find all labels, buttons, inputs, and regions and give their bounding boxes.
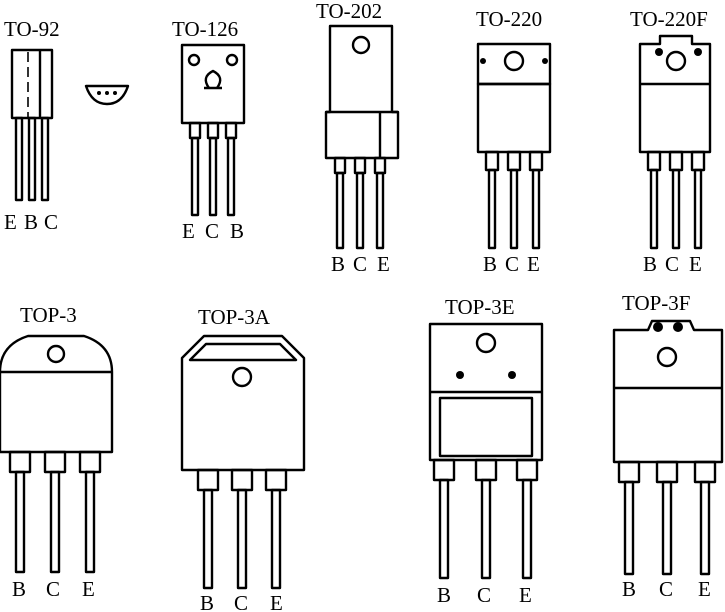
pin-label: B xyxy=(12,577,26,601)
pin-label: B xyxy=(622,577,636,601)
package-label: TOP-3 xyxy=(20,303,77,327)
pin-label: C xyxy=(205,219,219,243)
mounting-hole xyxy=(656,346,678,368)
package-to220: TO-220 B C E xyxy=(476,7,552,276)
mounting-hole xyxy=(503,50,525,72)
top3f-lead-1 xyxy=(623,480,635,576)
to220f-lead-3 xyxy=(693,168,703,250)
to220f-body xyxy=(638,34,712,154)
top3-lead-2 xyxy=(49,470,61,574)
pin-label: C xyxy=(44,210,58,234)
top3a-lead-3 xyxy=(270,488,282,590)
pin-label: B xyxy=(483,252,497,276)
package-label: TOP-3E xyxy=(445,295,515,319)
pin-label: E xyxy=(270,591,283,612)
to220-lead-1 xyxy=(487,168,497,250)
mounting-hole xyxy=(187,53,201,67)
package-to202: TO-202 B C E xyxy=(316,0,400,276)
top3a-lead-2 xyxy=(236,488,248,590)
package-label: TO-126 xyxy=(172,17,238,41)
top3-lead-1 xyxy=(14,470,26,574)
package-label: TO-220 xyxy=(476,7,542,31)
top3f-lead-3 xyxy=(699,480,711,576)
to126-lead-3 xyxy=(226,136,236,217)
pin-label: C xyxy=(505,252,519,276)
top3-body xyxy=(0,334,114,454)
to92-lead-3 xyxy=(40,116,50,202)
pin-label: E xyxy=(82,577,95,601)
mounting-hole xyxy=(46,344,66,364)
to202-body xyxy=(324,24,400,160)
pin-label: C xyxy=(665,252,679,276)
package-top3f: TOP-3F B C E xyxy=(612,291,724,601)
to92-lead-2 xyxy=(27,116,37,202)
pin-label: B xyxy=(24,210,38,234)
package-to92: TO-92 E B C xyxy=(4,17,130,234)
top3a-body xyxy=(180,334,306,472)
pin-label: E xyxy=(698,577,711,601)
pin-label: B xyxy=(331,252,345,276)
to220-body xyxy=(476,82,552,154)
top3a-lead-1 xyxy=(202,488,214,590)
package-label: TOP-3A xyxy=(198,305,271,329)
top3f-body xyxy=(612,319,724,464)
to202-lead-1 xyxy=(335,171,345,250)
pin-label: E xyxy=(182,219,195,243)
to126-lead-2 xyxy=(208,136,218,217)
to220-lead-3 xyxy=(531,168,541,250)
to202-lead-3 xyxy=(375,171,385,250)
to220f-lead-2 xyxy=(671,168,681,250)
pin-label: C xyxy=(46,577,60,601)
pin-label: E xyxy=(527,252,540,276)
mounting-hole xyxy=(665,50,687,72)
to220-tab xyxy=(476,42,552,86)
top3-lead-3 xyxy=(84,470,96,574)
pin-label: B xyxy=(437,583,451,607)
pin-label: E xyxy=(519,583,532,607)
to92-lead-1 xyxy=(14,116,24,202)
top3e-lead-2 xyxy=(480,478,492,580)
pin-label: E xyxy=(377,252,390,276)
pin-label: E xyxy=(4,210,17,234)
pin-label: B xyxy=(200,591,214,612)
mounting-hole xyxy=(475,332,497,354)
mounting-hole xyxy=(231,366,253,388)
package-top3e: TOP-3E B C E xyxy=(428,295,544,607)
package-top3a: TOP-3A B C E xyxy=(180,305,306,612)
top3f-lead-2 xyxy=(661,480,673,576)
package-top3: TOP-3 B C E xyxy=(0,303,114,601)
package-to126: TO-126 E C B xyxy=(172,17,246,243)
top3e-lead-1 xyxy=(438,478,450,580)
mounting-hole xyxy=(351,35,371,55)
to92-body xyxy=(10,48,54,120)
package-to220f: TO-220F B C E xyxy=(630,7,712,276)
pin-label: C xyxy=(659,577,673,601)
pin-label: C xyxy=(234,591,248,612)
package-label: TO-92 xyxy=(4,17,60,41)
pin-label: B xyxy=(643,252,657,276)
to220f-lead-1 xyxy=(649,168,659,250)
pin-label: C xyxy=(477,583,491,607)
pin-label: E xyxy=(689,252,702,276)
pin-label: C xyxy=(353,252,367,276)
pin-label: B xyxy=(230,219,244,243)
to220-lead-2 xyxy=(509,168,519,250)
package-label: TOP-3F xyxy=(622,291,690,315)
top3e-lead-3 xyxy=(521,478,533,580)
package-label: TO-220F xyxy=(630,7,708,31)
to202-lead-2 xyxy=(355,171,365,250)
package-label: TO-202 xyxy=(316,0,382,23)
to92-bottom-view xyxy=(84,84,130,106)
to126-lead-1 xyxy=(190,136,200,217)
